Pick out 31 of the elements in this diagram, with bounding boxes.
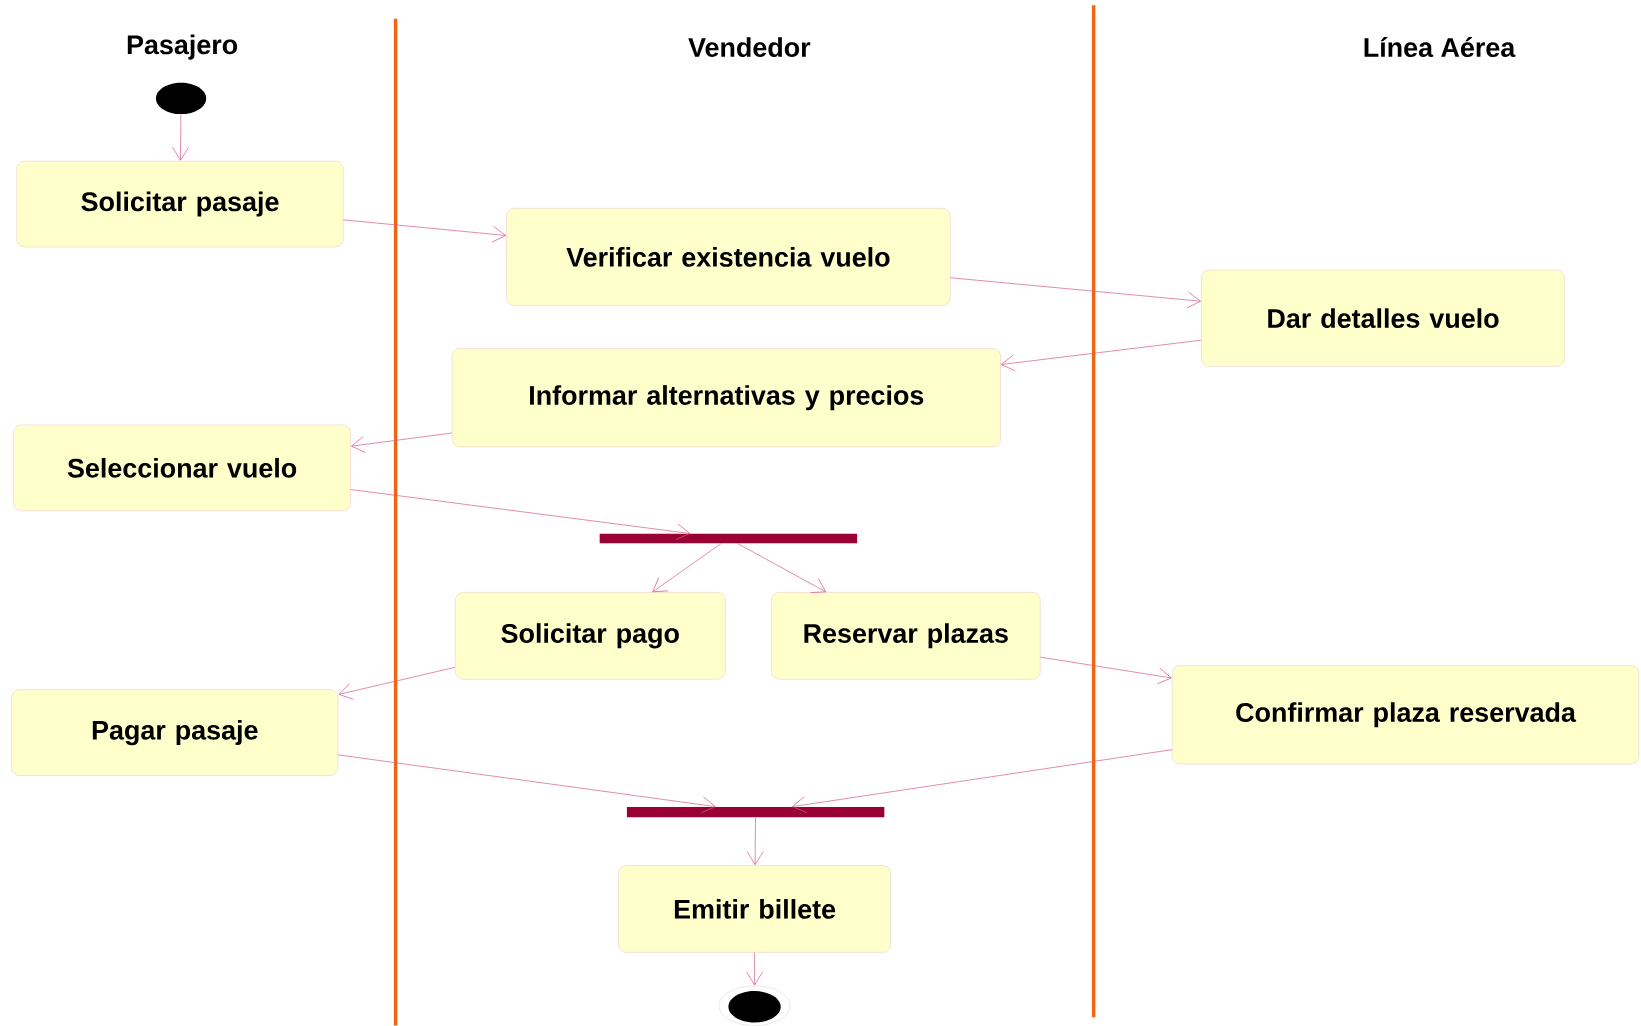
arrow: [172, 114, 189, 161]
arrow: [338, 667, 456, 700]
action-box: Solicitar pasaje: [16, 161, 344, 248]
action-box: Dar detalles vuelo: [1201, 270, 1565, 367]
arrow: [737, 543, 827, 594]
lane-header: Vendedor: [688, 37, 811, 58]
arrow: [350, 489, 691, 541]
arrow: [1040, 657, 1172, 685]
action-box: Reservar plazas: [771, 592, 1041, 680]
arrow: [652, 543, 722, 593]
action-box: Verificar existencia vuelo: [506, 208, 951, 306]
action-box: Solicitar pago: [455, 592, 726, 680]
action-box: Emitir billete: [618, 865, 891, 953]
action-box: Informar alternativas y precios: [451, 348, 1001, 448]
arrow: [746, 817, 764, 866]
action-box: Seleccionar vuelo: [13, 424, 351, 512]
action-box: Confirmar plaza reservada: [1171, 665, 1640, 765]
action-box: Pagar pasaje: [11, 689, 339, 776]
arrow: [343, 219, 507, 243]
arrow: [792, 749, 1173, 814]
arrow: [746, 952, 763, 986]
initial-node: [155, 82, 207, 115]
arrow: [950, 277, 1201, 309]
arrow: [337, 754, 716, 814]
lane-header: Pasajero: [127, 34, 238, 60]
arrow: [1001, 339, 1202, 372]
sync-bar: [599, 533, 858, 544]
final-node: [718, 985, 791, 1026]
arrow: [351, 432, 453, 453]
lane-header: Línea Aérea: [1364, 37, 1516, 58]
sync-bar: [626, 807, 885, 818]
